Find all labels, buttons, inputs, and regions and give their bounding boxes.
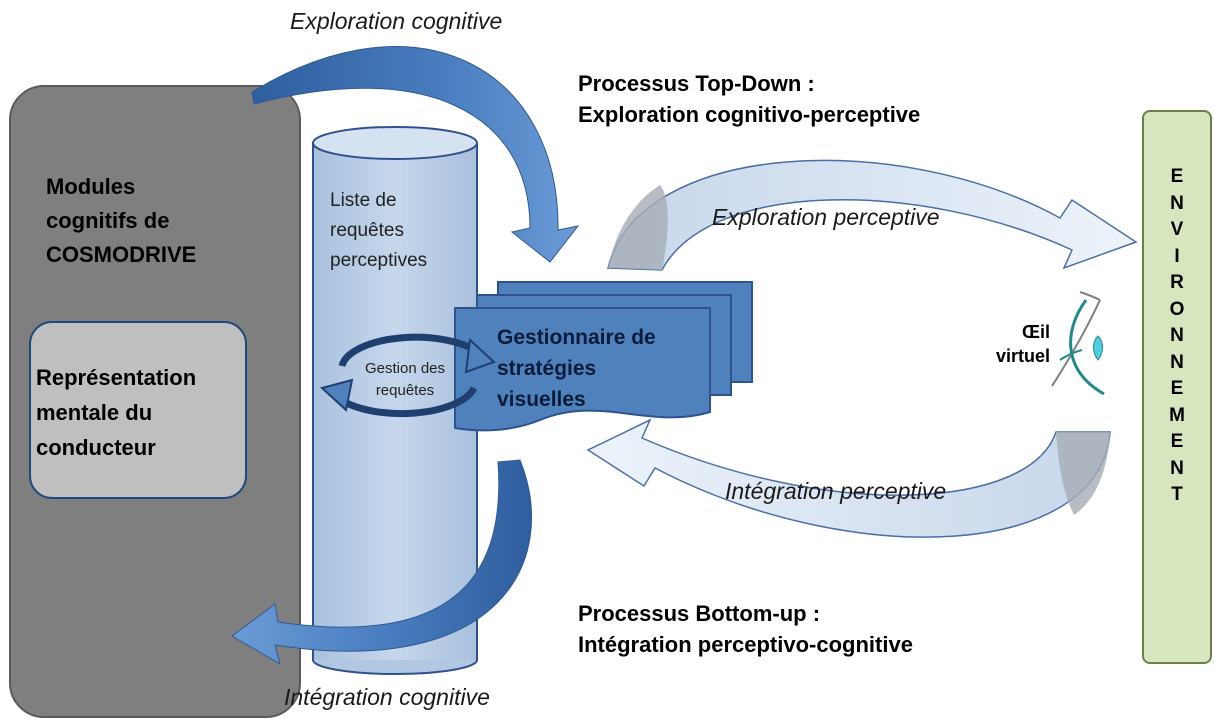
environment-letter: N <box>1170 457 1184 479</box>
representation-box <box>29 321 247 499</box>
environment-box: E N V I R O N N E M E N T <box>1142 110 1212 664</box>
virtual-eye-label: Œil virtuel <box>990 320 1050 368</box>
integration-cognitive-arrow <box>231 459 533 666</box>
top-down-line1: Processus Top-Down : <box>578 71 815 96</box>
gestion-requetes-line2: requêtes <box>375 382 435 399</box>
virtual-eye-line2: virtuel <box>995 346 1050 366</box>
request-cycle-icon <box>319 333 496 418</box>
exploration-cognitive-label: Exploration cognitive <box>290 8 503 34</box>
environment-letter: E <box>1170 431 1184 452</box>
environment-letter: N <box>1170 192 1184 214</box>
environment-letter: O <box>1169 298 1185 320</box>
strategy-manager-stack <box>454 281 753 432</box>
environment-letter: V <box>1170 219 1184 240</box>
environment-letter: E <box>1170 378 1184 399</box>
strategy-manager-line1: Gestionnaire de <box>497 326 656 349</box>
environment-letter: N <box>1170 325 1184 346</box>
top-down-label: Processus Top-Down : Exploration cogniti… <box>578 68 920 130</box>
representation-label: Représentation mentale du conducteur <box>36 360 196 465</box>
cylinder-label: Liste de requêtes perceptives <box>330 186 427 276</box>
eye-icon <box>1051 291 1105 396</box>
exploration-cognitive-arrow <box>251 46 580 263</box>
modules-line2: cognitifs de <box>46 208 170 233</box>
cylinder-line1: Liste de <box>330 190 397 211</box>
environment-label: E N V I R O N N E M E N T <box>1144 164 1210 509</box>
bottom-up-line2: Intégration perceptivo-cognitive <box>578 632 913 657</box>
representation-line3: conducteur <box>36 435 156 460</box>
cylinder-line2: requêtes <box>330 220 404 241</box>
environment-letter: E <box>1170 166 1184 187</box>
modules-label: Modules cognitifs de COSMODRIVE <box>46 170 196 272</box>
modules-line1: Modules <box>46 174 136 199</box>
strategy-manager-line2: stratégies <box>497 357 597 380</box>
exploration-perceptive-label: Exploration perceptive <box>712 204 940 230</box>
gestion-requetes-label: Gestion des requêtes <box>350 358 460 402</box>
modules-line3: COSMODRIVE <box>46 242 197 267</box>
environment-letter: I <box>1174 245 1180 267</box>
top-down-line2: Exploration cognitivo-perceptive <box>578 102 921 127</box>
representation-line2: mentale du <box>36 400 153 425</box>
environment-letter: N <box>1170 351 1184 373</box>
strategy-manager-label: Gestionnaire de stratégies visuelles <box>497 322 656 415</box>
exploration-perceptive-arrow <box>607 159 1138 271</box>
environment-letter: R <box>1170 272 1184 293</box>
strategy-manager-line3: visuelles <box>497 388 586 411</box>
environment-letter: M <box>1169 404 1185 426</box>
gestion-requetes-line1: Gestion des <box>364 360 446 377</box>
integration-perceptive-label: Intégration perceptive <box>725 478 947 504</box>
cylinder-line3: perceptives <box>330 250 428 271</box>
integration-perceptive-arrow <box>586 418 1111 538</box>
integration-cognitive-label: Intégration cognitive <box>284 684 490 710</box>
virtual-eye-line1: Œil <box>1021 322 1050 342</box>
representation-line1: Représentation <box>36 365 197 390</box>
bottom-up-label: Processus Bottom-up : Intégration percep… <box>578 598 913 660</box>
bottom-up-line1: Processus Bottom-up : <box>578 601 821 626</box>
environment-letter: T <box>1171 484 1183 505</box>
